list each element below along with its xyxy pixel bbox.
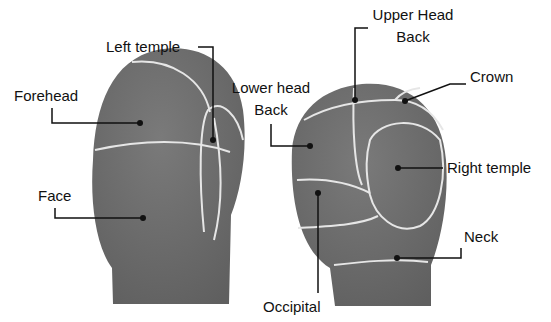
left-head-seams: [95, 62, 243, 240]
leader-lines: [52, 28, 466, 293]
part-label: Lower head Back: [228, 77, 314, 121]
part-label: Right temple: [447, 157, 531, 179]
part-label: Upper Head Back: [368, 4, 458, 48]
part-label: Face: [38, 185, 71, 207]
part-label: Occipital: [263, 296, 321, 318]
part-label: Forehead: [14, 85, 78, 107]
right-head: [292, 84, 447, 306]
right-head-seams: [297, 88, 443, 265]
left-head: [92, 48, 244, 304]
part-label: Neck: [464, 226, 498, 248]
part-label: Crown: [470, 66, 513, 88]
part-label: Left temple: [106, 36, 180, 58]
leader-dots: [137, 97, 408, 261]
